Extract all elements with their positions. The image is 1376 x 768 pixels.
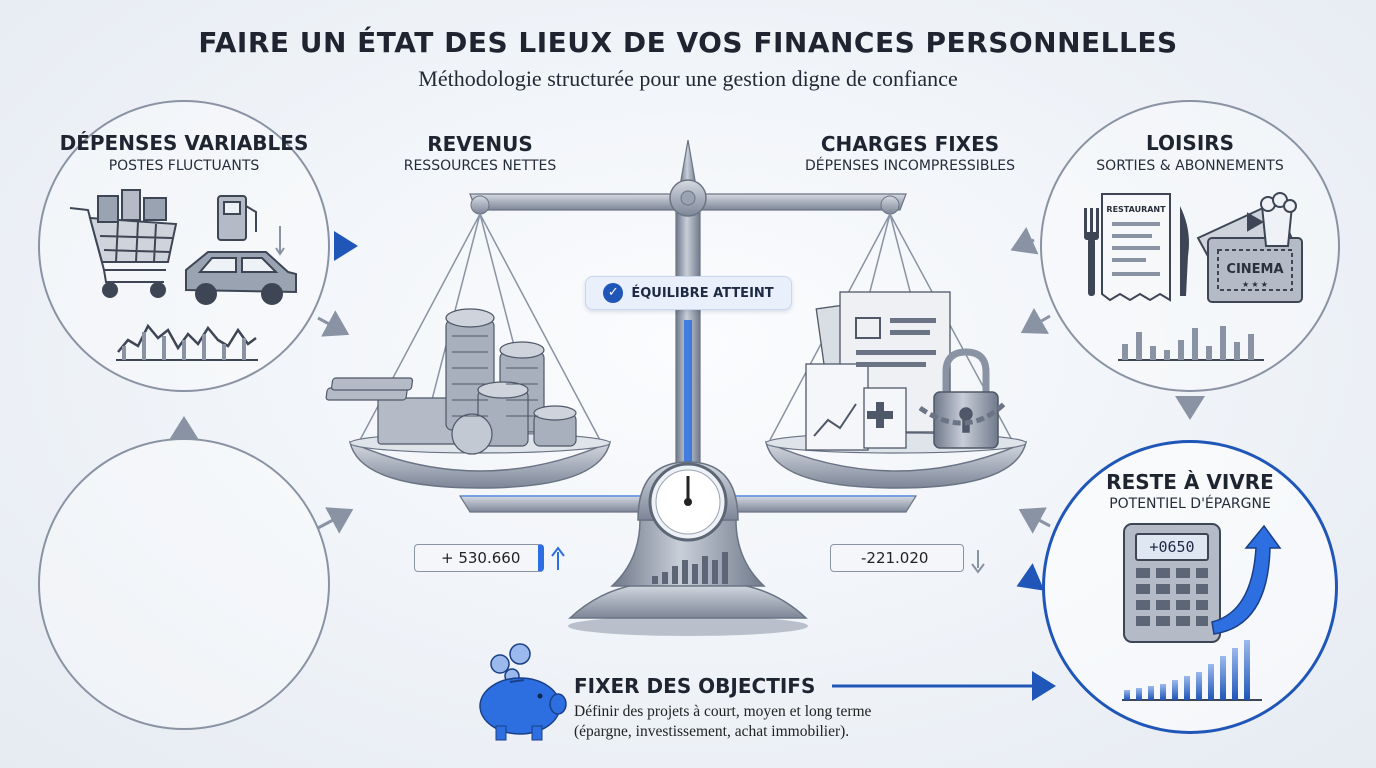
calculator-display: +0650: [1149, 538, 1195, 556]
fuel-pump-icon: [217, 195, 285, 256]
coins-and-banknotes-icon: [325, 308, 577, 455]
goals-line-2: (épargne, investissement, achat immobili…: [574, 723, 850, 740]
calculator-icon: [1123, 523, 1221, 643]
reste-a-vivre-title: RESTE À VIVRE: [1106, 470, 1274, 494]
goals-line-1: Définir des projets à court, moyen et lo…: [574, 703, 872, 720]
restaurant-receipt-icon: [1101, 193, 1171, 302]
piggy-bank-icon: [479, 643, 567, 741]
arrow-loisirs-to-scale-2: [1020, 307, 1051, 334]
reste-a-vivre-subtitle: POTENTIEL D'ÉPARGNE: [1109, 496, 1271, 512]
leisure-bar-chart-icon: [1118, 326, 1264, 361]
cinema-ticket-label: CINEMA: [1226, 262, 1284, 277]
variable-spending-chart-icon: [116, 323, 258, 361]
depenses-variables-title: DÉPENSES VARIABLES: [59, 131, 309, 155]
goals-title: FIXER DES OBJECTIFS: [574, 674, 816, 698]
documents-and-padlock-icon: [805, 291, 1006, 451]
loisirs-subtitle: SORTIES & ABONNEMENTS: [1096, 158, 1284, 174]
cinema-ticket-stars: ★ ★ ★: [1242, 280, 1268, 289]
fork-icon: [1084, 208, 1099, 296]
revenus-title: REVENUS: [427, 132, 533, 156]
expense-down-arrow-icon: [971, 550, 985, 574]
charges-fixes-subtitle: DÉPENSES INCOMPRESSIBLES: [805, 158, 1015, 174]
loisirs-title: LOISIRS: [1145, 131, 1235, 155]
arrow-variables-down: [317, 310, 350, 337]
page-subtitle: Méthodologie structurée pour une gestion…: [418, 66, 958, 91]
balance-status-badge: ✓ ÉQUILIBRE ATTEINT: [585, 276, 792, 310]
check-icon: ✓: [603, 283, 624, 303]
arrow-reste-blue-in: [1016, 563, 1045, 591]
balance-status-text: ÉQUILIBRE ATTEINT: [631, 285, 774, 301]
income-up-arrow-icon: [551, 546, 565, 570]
knife-icon: [1180, 206, 1189, 296]
savings-bar-chart-icon: [1122, 640, 1262, 701]
expense-value: -221.020: [861, 549, 929, 567]
arrow-loisirs-to-scale: [1010, 226, 1039, 255]
arrow-reste-to-scale: [1018, 507, 1051, 534]
page-title: FAIRE UN ÉTAT DES LIEUX DE VOS FINANCES …: [198, 26, 1178, 59]
expense-value-box: -221.020: [830, 544, 964, 572]
revenus-subtitle: RESSOURCES NETTES: [403, 158, 557, 174]
income-value-box: + 530.660: [414, 544, 544, 572]
shopping-cart-icon: [69, 189, 178, 298]
income-value: + 530.660: [441, 549, 521, 567]
growth-arrow-icon: [1211, 524, 1282, 635]
charges-fixes-title: CHARGES FIXES: [820, 132, 1000, 156]
receipt-header-label: RESTAURANT: [1106, 205, 1166, 214]
depenses-variables-subtitle: POSTES FLUCTUANTS: [108, 158, 260, 174]
cinema-ticket-icon: [1196, 192, 1303, 303]
arrow-empty-to-scale: [317, 507, 354, 534]
car-icon: [185, 251, 297, 305]
